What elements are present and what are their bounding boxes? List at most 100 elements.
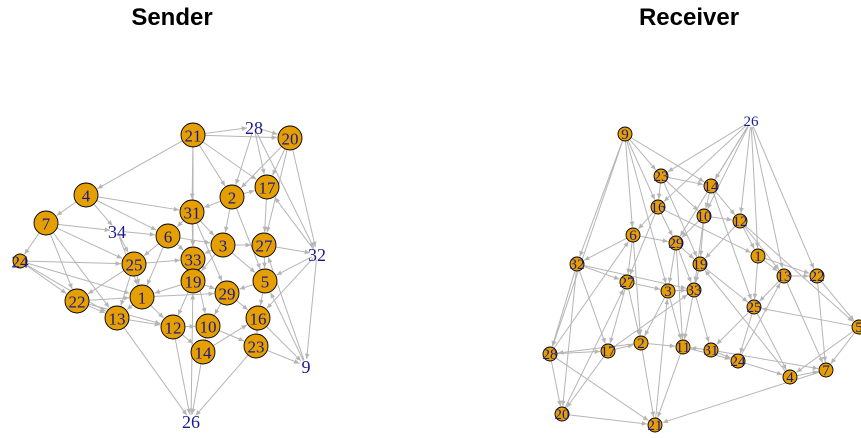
receiver-edge <box>566 356 605 408</box>
receiver-node-label: 29 <box>669 236 684 252</box>
sender-edge <box>204 134 278 140</box>
receiver-node-label: 7 <box>822 363 830 379</box>
receiver-node-label: 2 <box>637 336 645 352</box>
sender-edge <box>266 349 300 364</box>
receiver-edge <box>750 126 760 249</box>
sender-edge <box>123 327 188 416</box>
sender-node-label: 10 <box>200 318 217 337</box>
receiver-edge <box>704 269 787 372</box>
receiver-edge <box>583 237 628 261</box>
sender-node-26: 26 <box>182 412 200 432</box>
sender-edge <box>199 220 215 236</box>
sender-edge <box>122 231 156 237</box>
sender-edge <box>204 249 213 254</box>
sender-edge <box>56 201 77 216</box>
receiver-node-4: 4 <box>782 369 798 386</box>
receiver-edge <box>655 298 670 419</box>
sender-node-label: 21 <box>185 127 202 146</box>
receiver-node-circle <box>554 406 570 422</box>
sender-edge <box>119 236 129 253</box>
receiver-edge <box>568 414 648 426</box>
receiver-node-28: 28 <box>542 346 558 363</box>
receiver-edge <box>625 140 635 228</box>
receiver-node-circle <box>600 343 616 359</box>
receiver-node-circle <box>542 346 558 362</box>
sender-node-circle <box>180 268 206 294</box>
receiver-node-label: 23 <box>654 169 669 185</box>
receiver-edge <box>796 370 819 377</box>
sender-node-circle <box>73 182 99 208</box>
sender-node-circle <box>155 223 181 249</box>
sender-node-label: 17 <box>259 179 277 198</box>
sender-node-12: 12 <box>160 314 186 340</box>
sender-edge <box>256 132 315 248</box>
receiver-node-label: 21 <box>648 418 663 434</box>
sender-edge <box>97 196 180 212</box>
receiver-node-label: 25 <box>747 300 762 316</box>
receiver-node-circle <box>809 268 825 284</box>
sender-edge <box>259 292 264 306</box>
sender-edge <box>135 275 140 285</box>
sender-node-25: 25 <box>121 251 147 277</box>
sender-edge <box>181 334 194 345</box>
receiver-edge <box>626 241 633 275</box>
sender-node-circle <box>210 232 236 258</box>
receiver-node-circle <box>851 319 861 335</box>
sender-node-label: 33 <box>185 251 202 270</box>
receiver-node-label: 3 <box>664 284 672 300</box>
sender-edge <box>236 300 249 311</box>
receiver-edge <box>739 126 751 214</box>
sender-node-label: 2 <box>228 189 237 208</box>
sender-edge <box>93 203 113 227</box>
sender-edge <box>243 189 255 195</box>
receiver-node-label: 32 <box>570 257 585 273</box>
sender-node-16: 16 <box>245 305 271 331</box>
receiver-node-circle <box>668 235 684 251</box>
sender-edge <box>204 126 248 134</box>
receiver-node-23: 23 <box>653 168 669 185</box>
sender-node-circle <box>33 210 59 236</box>
sender-edge <box>270 292 304 361</box>
sender-node-circle <box>252 268 278 294</box>
sender-node-label: 14 <box>195 344 213 363</box>
sender-node-circle <box>121 251 147 277</box>
sender-node-label: 24 <box>12 253 30 272</box>
sender-node-label: 28 <box>245 118 263 138</box>
receiver-node-29: 29 <box>668 235 684 252</box>
receiver-node-10: 10 <box>697 208 712 225</box>
receiver-edge <box>695 296 710 343</box>
receiver-edge <box>613 294 688 348</box>
receiver-node-circle <box>569 256 585 272</box>
receiver-node-label: 11 <box>676 340 690 356</box>
receiver-edge <box>744 362 783 376</box>
sender-node-circle <box>195 313 221 339</box>
receiver-node-circle <box>619 274 635 290</box>
sender-node-21: 21 <box>180 122 206 148</box>
receiver-node-circle <box>653 168 669 184</box>
receiver-edge <box>555 357 649 421</box>
receiver-edge <box>609 288 626 344</box>
receiver-edge <box>627 140 656 200</box>
sender-edge <box>272 148 286 176</box>
sender-node-circle <box>190 339 216 365</box>
receiver-node-label: 20 <box>555 407 570 423</box>
sender-node-24: 24 <box>12 253 30 272</box>
receiver-node-2: 2 <box>633 335 649 352</box>
receiver-edge <box>663 124 747 202</box>
receiver-node-32: 32 <box>569 256 585 273</box>
sender-edge <box>239 284 254 290</box>
sender-edge <box>126 304 134 311</box>
receiver-edge <box>553 241 629 349</box>
sender-node-19: 19 <box>180 268 206 294</box>
sender-node-label: 34 <box>108 222 126 242</box>
receiver-edge <box>633 241 643 336</box>
receiver-node-label: 22 <box>810 269 825 285</box>
sender-node-circle <box>251 232 277 258</box>
receiver-node-label: 28 <box>543 347 558 363</box>
receiver-node-14: 14 <box>703 178 719 195</box>
sender-node-circle <box>254 174 280 200</box>
receiver-node-circle <box>703 178 719 194</box>
receiver-node-7: 7 <box>818 362 834 379</box>
sender-node-27: 27 <box>251 232 277 258</box>
